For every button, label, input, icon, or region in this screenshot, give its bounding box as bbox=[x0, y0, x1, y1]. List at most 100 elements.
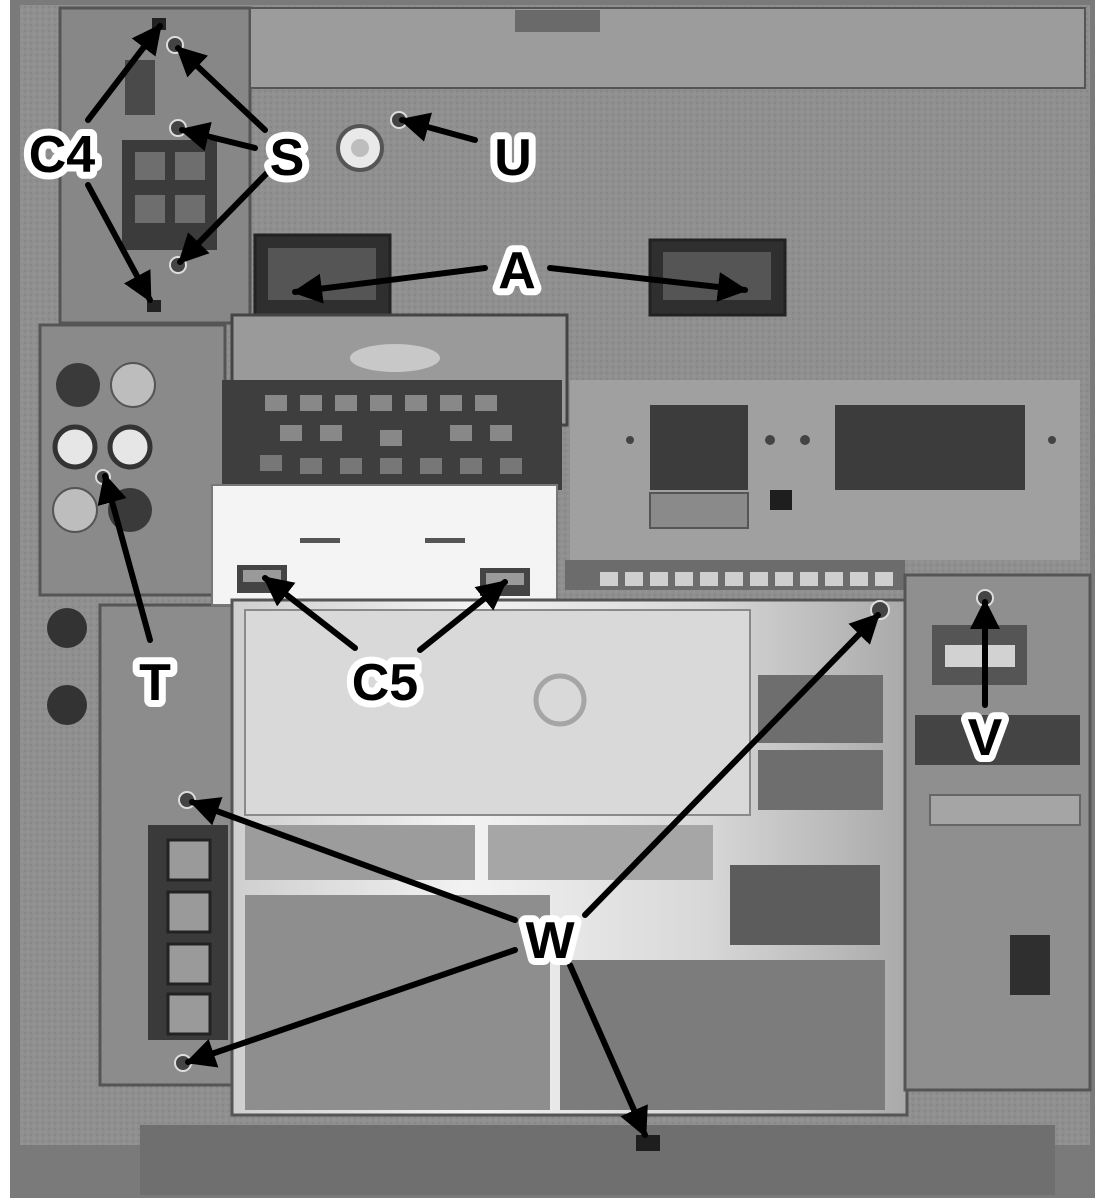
left-knobs bbox=[47, 362, 156, 725]
module-logo-plate bbox=[350, 344, 440, 372]
cover-panel bbox=[758, 750, 883, 810]
cover-logo-ring bbox=[533, 673, 587, 727]
module-slot bbox=[425, 538, 465, 543]
led-icon bbox=[626, 436, 634, 444]
key bbox=[450, 425, 472, 441]
arrow-s-mid bbox=[179, 121, 258, 152]
switch-icon bbox=[770, 490, 792, 510]
cover-panel bbox=[488, 825, 713, 880]
led-icon bbox=[800, 435, 810, 445]
display-screen-small bbox=[650, 405, 748, 490]
key bbox=[300, 458, 322, 474]
connector-slot bbox=[166, 942, 212, 986]
key bbox=[320, 425, 342, 441]
cover-panel bbox=[730, 865, 880, 945]
knob-ring bbox=[107, 424, 153, 470]
key bbox=[420, 458, 442, 474]
relay-cell bbox=[135, 195, 165, 223]
pin bbox=[825, 572, 843, 586]
leader-arrows bbox=[85, 23, 1000, 1138]
label-u: U bbox=[494, 129, 532, 187]
top-strip bbox=[249, 7, 1086, 89]
pin bbox=[625, 572, 643, 586]
label-v: V bbox=[968, 709, 1003, 767]
callout-labels: C4 S U A T C5 V W bbox=[22, 119, 1010, 977]
knob-center bbox=[351, 139, 369, 157]
arrow-u bbox=[399, 112, 478, 143]
label-a: A bbox=[498, 242, 536, 300]
knob-ring bbox=[52, 424, 98, 470]
pin bbox=[675, 572, 693, 586]
display-button-row bbox=[649, 492, 749, 529]
led-icon bbox=[1048, 436, 1056, 444]
pin bbox=[850, 572, 868, 586]
key bbox=[405, 395, 427, 411]
latch-left-inner bbox=[243, 570, 281, 582]
knob-light bbox=[52, 487, 98, 533]
arrow-w-bottom bbox=[567, 962, 648, 1138]
connector-slot bbox=[166, 838, 212, 882]
key bbox=[500, 458, 522, 474]
keypad-keys bbox=[260, 395, 522, 474]
arrow-c5-left bbox=[262, 575, 358, 651]
right-display-area bbox=[565, 380, 1080, 590]
relay-cell bbox=[175, 195, 205, 223]
cover-panel bbox=[758, 675, 883, 743]
label-s: S bbox=[270, 129, 305, 187]
bottom-frame bbox=[140, 1125, 1055, 1195]
key bbox=[380, 430, 402, 446]
arrow-c4-bottom bbox=[85, 182, 153, 303]
label-c5: C5 bbox=[352, 654, 418, 712]
key bbox=[370, 395, 392, 411]
right-switch bbox=[1010, 935, 1050, 995]
key bbox=[260, 455, 282, 471]
arrow-w-upper-left bbox=[189, 797, 518, 923]
key bbox=[440, 395, 462, 411]
lower-cover bbox=[174, 598, 909, 1151]
right-terminal-inner bbox=[945, 645, 1015, 667]
control-module bbox=[211, 313, 569, 606]
cover-panel-large bbox=[560, 960, 885, 1110]
arrow-s-top bbox=[175, 45, 268, 133]
arrow-c4-top bbox=[85, 23, 163, 123]
right-lower-section bbox=[903, 573, 1092, 1092]
key bbox=[280, 425, 302, 441]
clip-icon bbox=[147, 300, 161, 312]
key bbox=[380, 458, 402, 474]
relay-cell bbox=[135, 152, 165, 180]
terminal-pins bbox=[600, 572, 893, 586]
knob-light bbox=[110, 362, 156, 408]
key bbox=[475, 395, 497, 411]
cover-label-area bbox=[244, 609, 751, 816]
arrow-w-lower-left bbox=[185, 947, 518, 1068]
arrow-s-bottom bbox=[177, 169, 271, 265]
key bbox=[460, 458, 482, 474]
right-recess bbox=[915, 715, 1080, 765]
module-slot bbox=[300, 538, 340, 543]
label-c4: C4 bbox=[29, 126, 96, 184]
pin bbox=[600, 572, 618, 586]
pin bbox=[650, 572, 668, 586]
connector-slot bbox=[166, 890, 212, 934]
display-screen-large bbox=[835, 405, 1025, 490]
knob-dark bbox=[56, 363, 100, 407]
key bbox=[490, 425, 512, 441]
window-right-inner bbox=[663, 252, 771, 300]
pin bbox=[750, 572, 768, 586]
arrow-a-right bbox=[547, 265, 748, 302]
key bbox=[335, 395, 357, 411]
top-tab bbox=[515, 10, 600, 32]
key bbox=[265, 395, 287, 411]
label-t: T bbox=[139, 654, 171, 712]
right-plate bbox=[929, 794, 1081, 826]
left-connector-strip bbox=[148, 825, 228, 1040]
arrow-t bbox=[97, 473, 153, 643]
window-left-inner bbox=[268, 248, 376, 300]
knob-dark bbox=[47, 685, 87, 725]
connector-slot bbox=[166, 992, 212, 1036]
label-w: W bbox=[525, 912, 575, 970]
pin bbox=[700, 572, 718, 586]
pin bbox=[725, 572, 743, 586]
